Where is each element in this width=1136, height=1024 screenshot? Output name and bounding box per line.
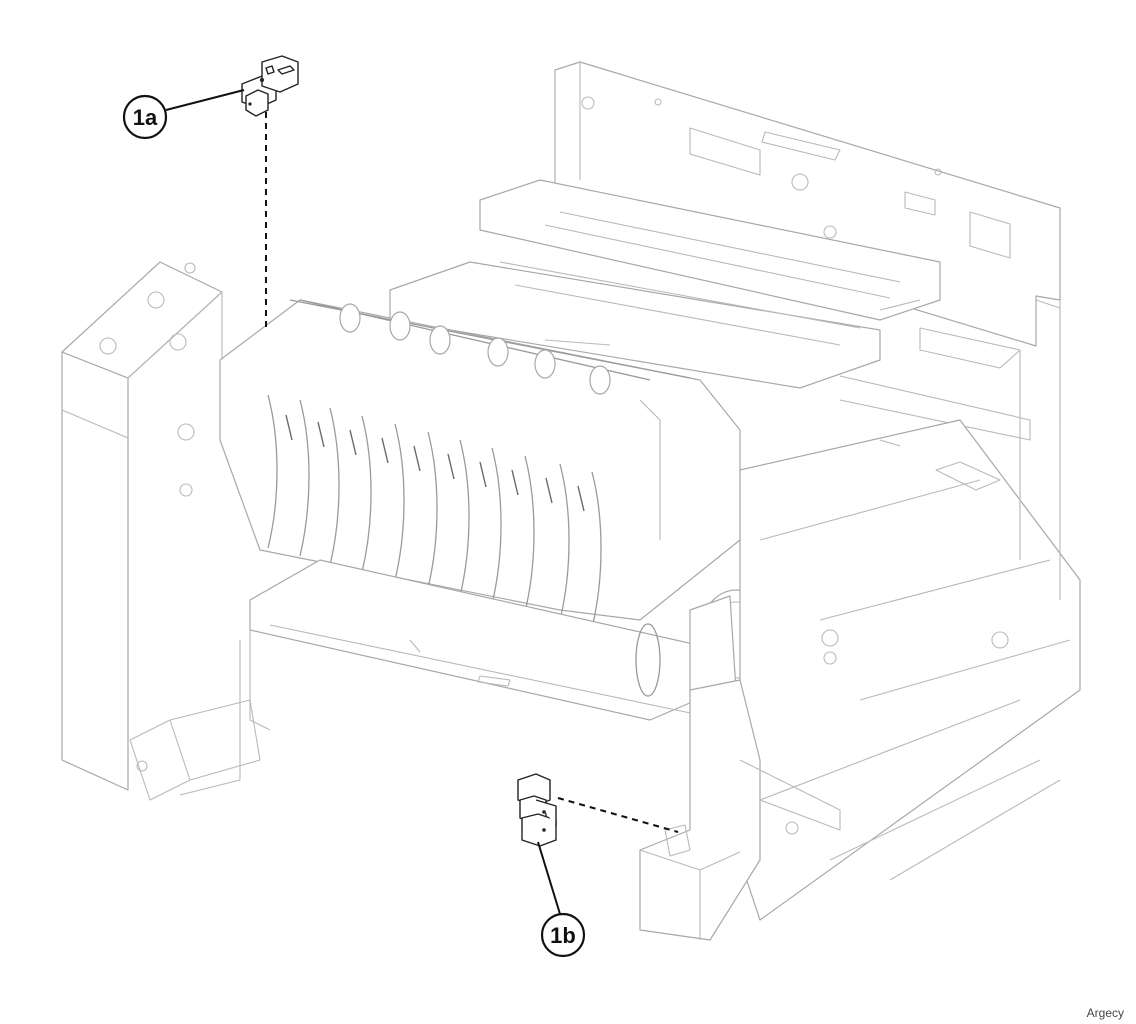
callout-1a: 1a — [122, 55, 299, 330]
sensor-part-1b — [517, 773, 557, 847]
top-rail-assembly — [389, 179, 1031, 441]
rib-slots — [285, 414, 585, 512]
front-right-bracket — [639, 679, 841, 941]
feed-roller-assembly — [177, 299, 741, 629]
callout-1b: 1b — [517, 773, 679, 958]
callout-1b-dashed-path — [557, 797, 679, 833]
roller-wheels — [339, 303, 611, 395]
callout-1b-leader — [537, 841, 561, 915]
callout-1b-badge — [540, 912, 586, 958]
callout-1a-leader — [165, 89, 245, 111]
callout-1a-badge — [122, 94, 168, 140]
sensor-part-1a — [241, 55, 299, 117]
callout-1a-label: 1a — [133, 105, 158, 130]
printer-frame — [61, 61, 1081, 941]
left-side-panel — [61, 261, 261, 801]
paper-guide-ribs — [267, 394, 602, 629]
right-base-frame — [739, 300, 1081, 921]
watermark-text: Argecy — [1086, 1006, 1124, 1020]
callout-1b-label: 1b — [550, 923, 576, 948]
